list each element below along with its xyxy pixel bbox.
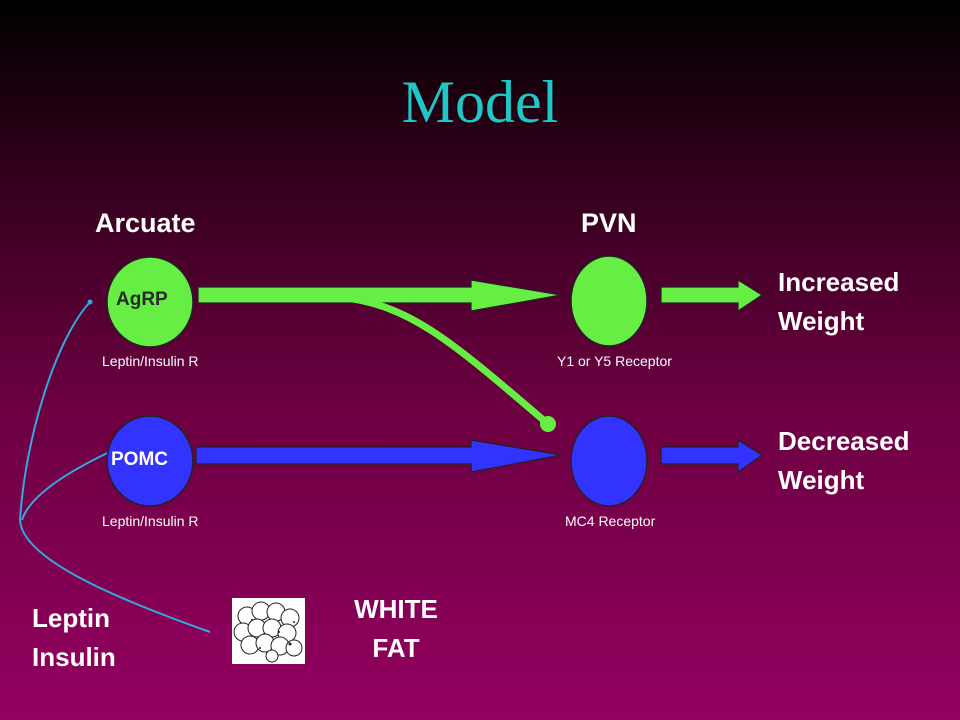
pomc-projection-arrow: [195, 439, 562, 473]
increased-weight-line1: Increased: [778, 267, 900, 297]
white-fat-label: WHITE FAT: [344, 590, 448, 668]
y-receptor-label: Y1 or Y5 Receptor: [557, 353, 672, 369]
decreased-weight-arrow: [660, 438, 764, 474]
pomc-neuron: [106, 415, 194, 507]
pvn-mc4-receptor-cell: [570, 415, 648, 507]
signal-line-agrp: [19, 301, 91, 521]
agrp-receptor-label: Leptin/Insulin R: [102, 353, 199, 369]
decreased-weight-label: Decreased Weight: [778, 422, 910, 500]
agrp-neuron: [106, 256, 194, 348]
pvn-y-receptor-cell: [570, 255, 648, 347]
decreased-weight-line2: Weight: [778, 465, 865, 495]
slide-title: Model: [401, 69, 559, 135]
increased-weight-arrow: [660, 278, 764, 313]
agrp-inhibition-curve: [336, 293, 552, 428]
column-label-pvn: PVN: [581, 208, 637, 238]
agrp-projection-arrow: [197, 279, 562, 312]
signal-end-dot: [87, 299, 93, 305]
decreased-weight-line1: Decreased: [778, 426, 910, 456]
increased-weight-line2: Weight: [778, 306, 865, 336]
white-fat-line1: WHITE: [354, 594, 438, 624]
fat-cells-icon: [233, 601, 303, 663]
insulin-label: Insulin: [32, 642, 116, 672]
mc4-receptor-label: MC4 Receptor: [565, 513, 656, 529]
pomc-label: POMC: [111, 449, 168, 470]
agrp-label: AgRP: [116, 289, 168, 310]
agrp-inhibition-dot: [540, 416, 556, 432]
white-fat-cells-image: [232, 598, 305, 664]
pomc-receptor-label: Leptin/Insulin R: [102, 513, 199, 529]
column-label-arcuate: Arcuate: [95, 208, 196, 238]
white-fat-line2: FAT: [372, 633, 420, 663]
signal-line-pomc: [21, 447, 119, 521]
leptin-insulin-label: Leptin Insulin: [32, 599, 116, 677]
leptin-label: Leptin: [32, 603, 110, 633]
signal-line-fat: [19, 519, 211, 633]
increased-weight-label: Increased Weight: [778, 263, 899, 341]
